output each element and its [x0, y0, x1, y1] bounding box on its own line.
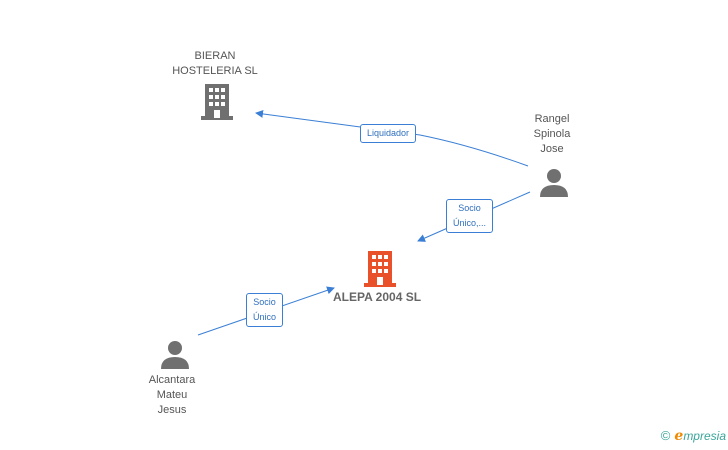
brand-logo-text: mpresia	[683, 429, 726, 443]
brand-logo-e: e	[674, 428, 684, 444]
node-label-rangel: Rangel Spinola Jose	[533, 113, 571, 155]
node-label-bieran: BIERAN HOSTELERIA SL	[172, 50, 258, 77]
edge-liquidador	[255, 109, 529, 167]
brand-watermark: ©empresia	[661, 428, 726, 444]
edge-label-socio-unico-rangel[interactable]: Socio Único,...	[446, 199, 494, 233]
edge-label-socio-unico-alcantara[interactable]: Socio Único	[246, 293, 284, 327]
node-label-alepa[interactable]: ALEPA 2004 SL	[333, 290, 422, 304]
node-label-alcantara: Alcantara Mateu Jesus	[148, 374, 196, 416]
edge-label-liquidador[interactable]: Liquidador	[360, 124, 417, 143]
building-icon[interactable]	[201, 84, 233, 120]
person-icon[interactable]	[539, 167, 569, 197]
building-icon-focus[interactable]	[364, 251, 396, 287]
copyright-icon: ©	[660, 428, 671, 443]
person-icon[interactable]	[160, 339, 190, 369]
